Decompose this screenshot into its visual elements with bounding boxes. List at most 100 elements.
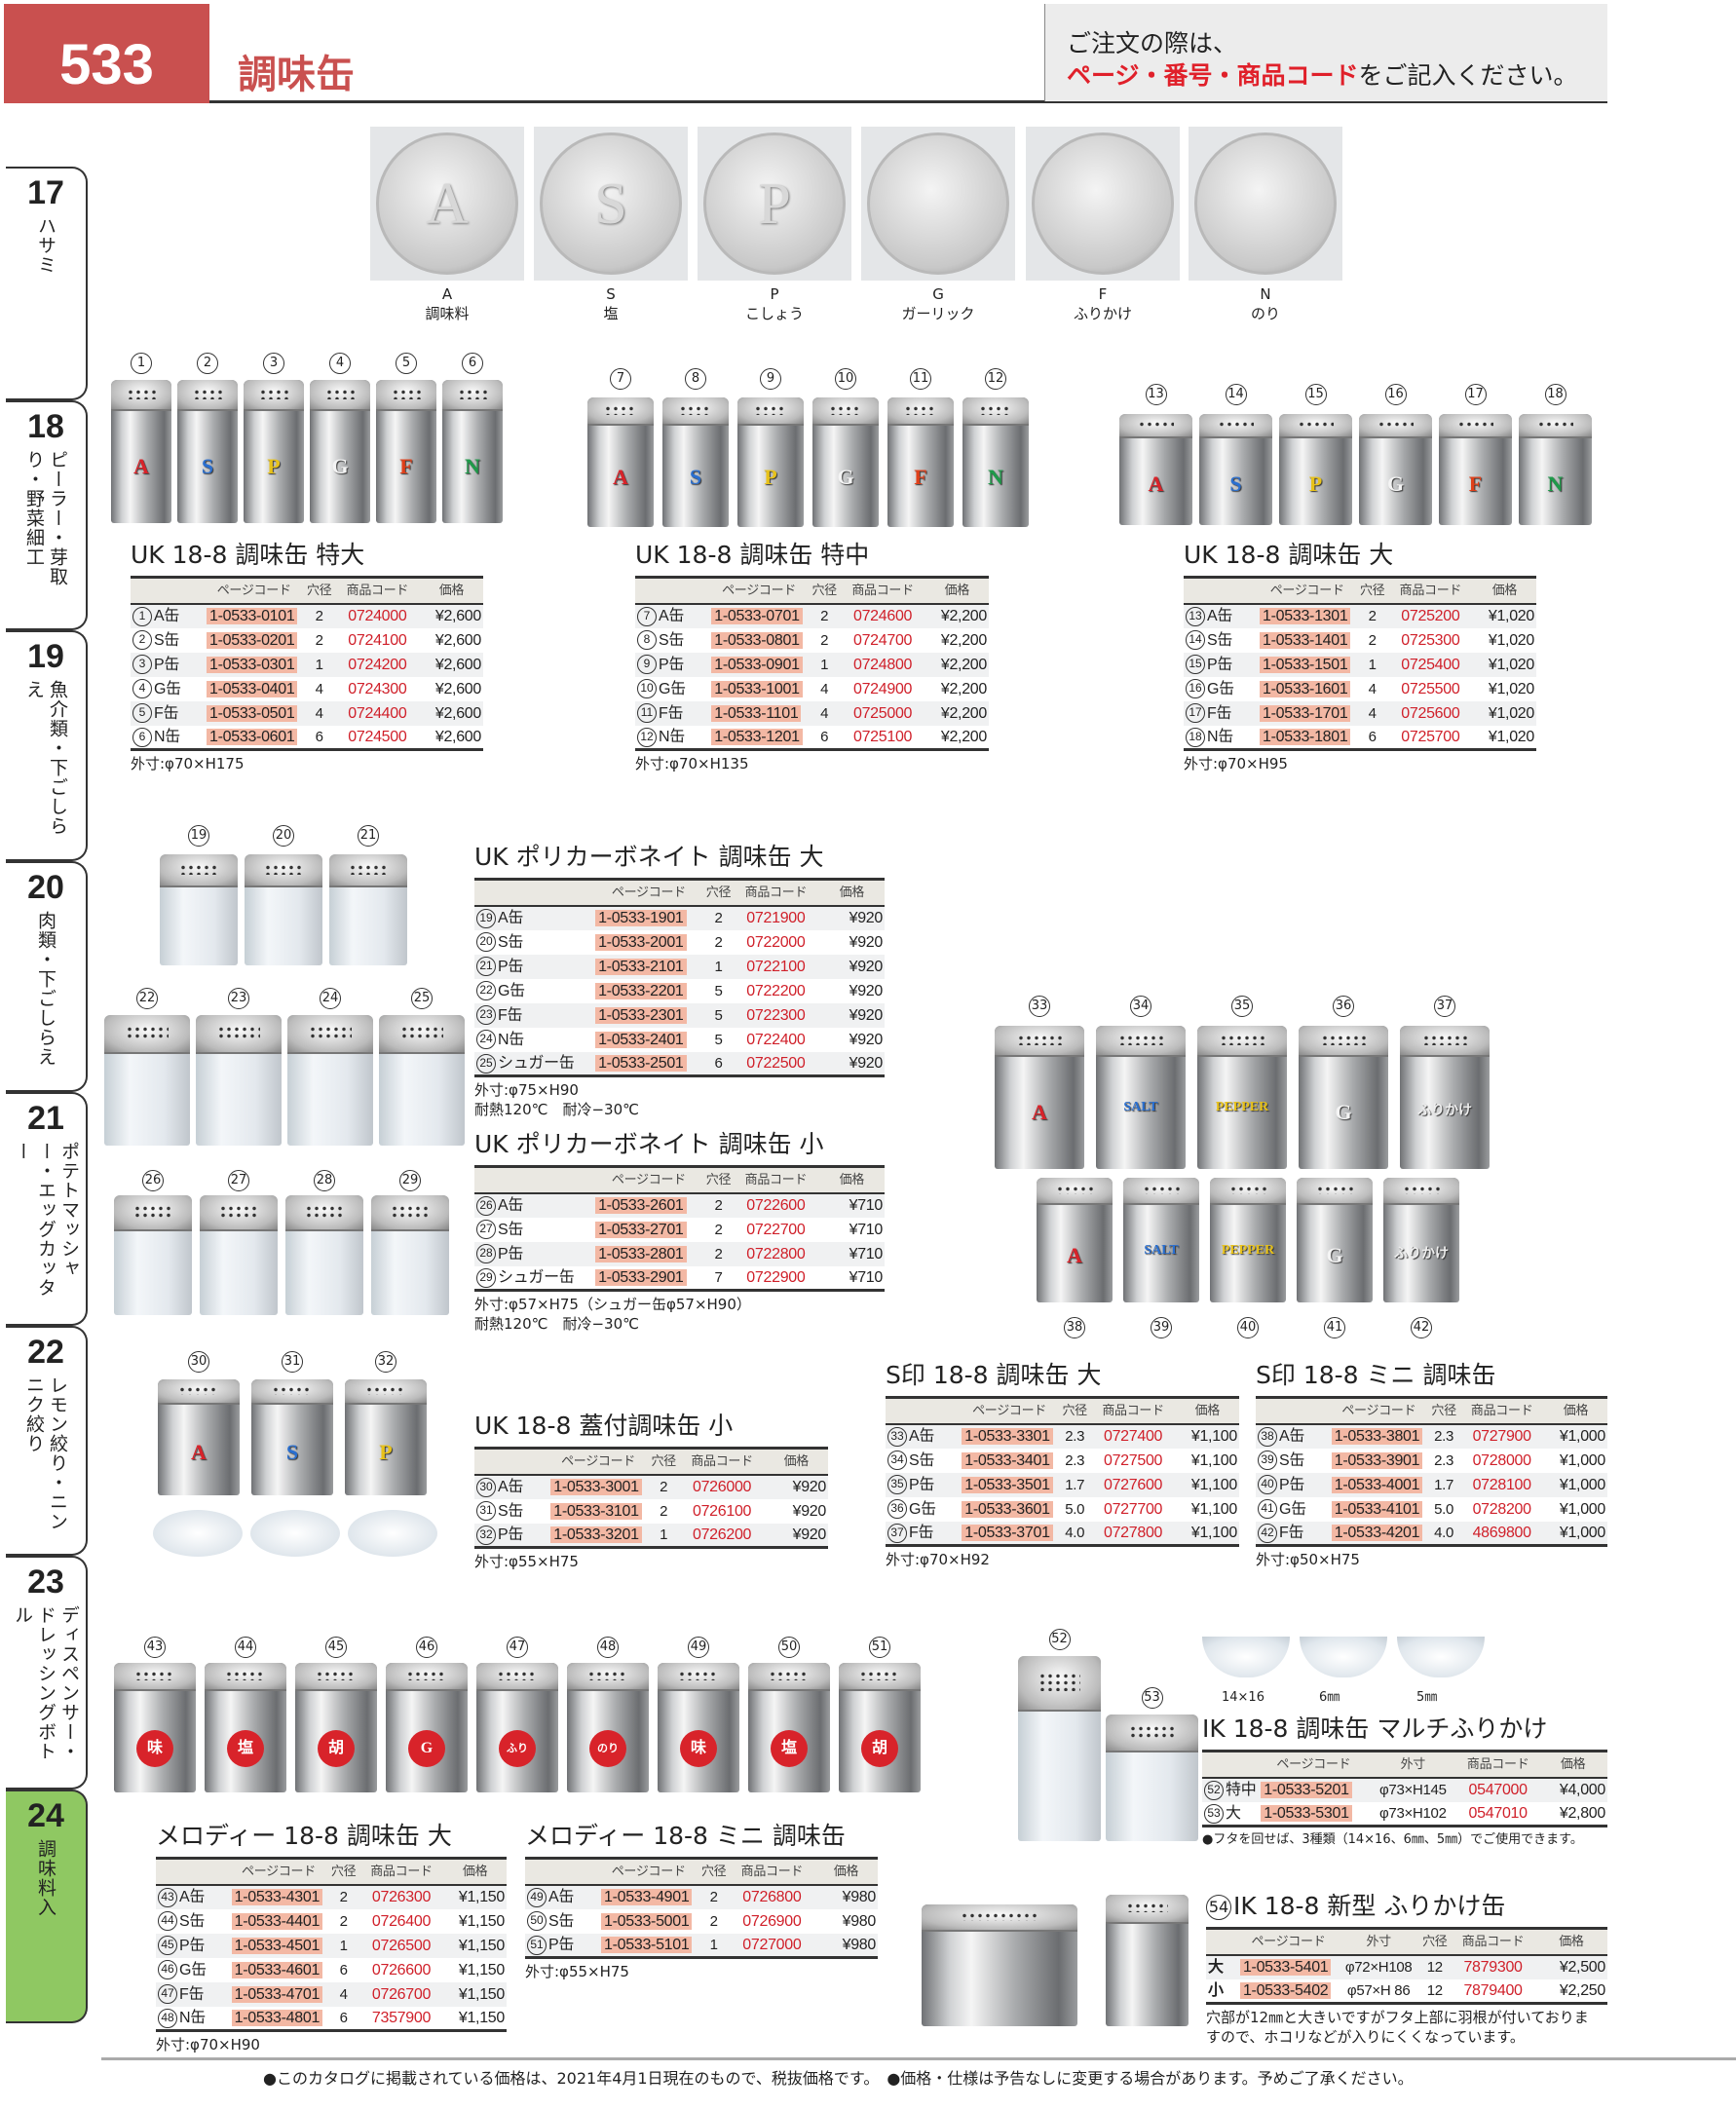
page-code[interactable]: 1-0533-0201 xyxy=(207,631,298,649)
page-code[interactable]: 1-0533-2701 xyxy=(595,1221,687,1238)
product-can-29 xyxy=(371,1195,449,1315)
lid-disc xyxy=(1194,132,1337,275)
page-code[interactable]: 1-0533-1901 xyxy=(595,910,687,926)
page-code[interactable]: 1-0533-2901 xyxy=(595,1268,687,1286)
page-code[interactable]: 1-0533-3201 xyxy=(550,1526,642,1543)
page-code[interactable]: 1-0533-3901 xyxy=(1331,1451,1423,1469)
page-code[interactable]: 1-0533-4701 xyxy=(231,1985,323,2003)
page-code[interactable]: 1-0533-5301 xyxy=(1261,1804,1352,1822)
page-code[interactable]: 1-0533-5401 xyxy=(1239,1959,1332,1976)
page-code[interactable]: 1-0533-3801 xyxy=(1331,1428,1423,1445)
product-can-51: 胡 xyxy=(839,1663,921,1792)
page-code[interactable]: 1-0533-0701 xyxy=(711,608,803,624)
page-code[interactable]: 1-0533-3101 xyxy=(550,1502,642,1520)
item-name: A缶 xyxy=(548,1889,575,1905)
item-number: 5 xyxy=(396,353,417,374)
page-code[interactable]: 1-0533-0601 xyxy=(207,728,298,745)
item-name: 特中 xyxy=(1226,1782,1257,1798)
page-code[interactable]: 1-0533-5001 xyxy=(601,1912,693,1930)
page-code[interactable]: 1-0533-0101 xyxy=(207,608,298,624)
page-code[interactable]: 1-0533-1801 xyxy=(1260,728,1351,745)
page-code[interactable]: 1-0533-1701 xyxy=(1260,704,1351,722)
page-code[interactable]: 1-0533-1001 xyxy=(711,680,803,697)
page-code[interactable]: 1-0533-2201 xyxy=(595,982,687,999)
price: ¥920 xyxy=(849,933,884,951)
page-code[interactable]: 1-0533-2101 xyxy=(595,958,687,975)
page-code[interactable]: 1-0533-4001 xyxy=(1331,1476,1423,1493)
page-code[interactable]: 1-0533-4601 xyxy=(231,1961,323,1978)
page-code[interactable]: 1-0533-1401 xyxy=(1260,631,1351,649)
page-code[interactable]: 1-0533-1501 xyxy=(1260,656,1351,673)
page-code-cell: 1-0533-2601 xyxy=(593,1192,704,1218)
page-code[interactable]: 1-0533-4101 xyxy=(1331,1500,1423,1518)
page-code[interactable]: 1-0533-4201 xyxy=(1331,1524,1423,1541)
page-code[interactable]: 1-0533-2001 xyxy=(595,933,687,951)
item-number: 52 xyxy=(1204,1780,1224,1800)
page-code[interactable]: 1-0533-1101 xyxy=(711,704,802,722)
item-number: 51 xyxy=(527,1935,547,1955)
column-header: 価格 xyxy=(1538,1751,1607,1779)
page-code[interactable]: 1-0533-1301 xyxy=(1260,608,1351,624)
page-code[interactable]: 1-0533-4901 xyxy=(601,1889,693,1905)
page-code[interactable]: 1-0533-2401 xyxy=(595,1031,687,1048)
spec-value: 1.7 xyxy=(1058,1472,1091,1497)
page-code[interactable]: 1-0533-2301 xyxy=(595,1006,687,1024)
page-code[interactable]: 1-0533-4401 xyxy=(231,1912,323,1930)
page-code[interactable]: 1-0533-0501 xyxy=(207,704,298,722)
page-code[interactable]: 1-0533-1201 xyxy=(711,728,803,745)
can-mark: G xyxy=(408,1730,445,1768)
section-title-text: IK 18-8 新型 ふりかけ缶 xyxy=(1233,1892,1506,1920)
product-code: 0728200 xyxy=(1472,1500,1532,1518)
page-code[interactable]: 1-0533-0801 xyxy=(711,631,803,649)
product-code: 0724500 xyxy=(348,728,407,745)
page-code[interactable]: 1-0533-4501 xyxy=(231,1937,323,1954)
item-name: G缶 xyxy=(179,1961,207,1978)
page-code[interactable]: 1-0533-5101 xyxy=(601,1936,693,1953)
item-number: 31 xyxy=(476,1501,496,1522)
item-name: F缶 xyxy=(1279,1524,1304,1541)
column-header: ページコード xyxy=(229,1858,328,1886)
page-code[interactable]: 1-0533-4801 xyxy=(231,2009,323,2026)
can-lid xyxy=(345,1379,427,1406)
page-code[interactable]: 1-0533-0401 xyxy=(207,680,298,697)
page-code[interactable]: 1-0533-3601 xyxy=(962,1500,1053,1518)
can-lid xyxy=(1279,414,1352,439)
lid-letter: F xyxy=(1098,285,1108,303)
multi-lid-label: 5㎜ xyxy=(1416,1690,1438,1705)
product-code: 0721900 xyxy=(733,905,819,930)
item-name: A缶 xyxy=(154,608,180,624)
page-code[interactable]: 1-0533-5402 xyxy=(1239,1981,1332,1999)
page-code[interactable]: 1-0533-5201 xyxy=(1261,1782,1352,1798)
page-code[interactable]: 1-0533-4301 xyxy=(231,1889,323,1905)
page-code[interactable]: 1-0533-0301 xyxy=(207,656,298,673)
page-code[interactable]: 1-0533-2801 xyxy=(595,1245,687,1262)
item-number: 1 xyxy=(132,606,152,626)
spec-value: 2 xyxy=(714,1221,723,1238)
section-title: UK 18-8 蓋付調味缶 小 xyxy=(474,1412,733,1441)
page-code[interactable]: 1-0533-1601 xyxy=(1260,680,1351,697)
product-can-40: PEPPER xyxy=(1210,1178,1286,1302)
page-code[interactable]: 1-0533-3301 xyxy=(962,1428,1053,1445)
page-code[interactable]: 1-0533-3701 xyxy=(962,1524,1053,1541)
notice-highlight: ページ・番号・商品コード xyxy=(1067,61,1359,90)
page-code[interactable]: 1-0533-0901 xyxy=(711,656,803,673)
page-code[interactable]: 1-0533-2501 xyxy=(595,1054,687,1072)
product-code: 0725200 xyxy=(1387,603,1473,628)
page-code[interactable]: 1-0533-3401 xyxy=(962,1451,1053,1469)
page-code[interactable]: 1-0533-3501 xyxy=(962,1476,1053,1493)
product-can-3: P xyxy=(244,380,304,523)
item-number: 4 xyxy=(132,679,152,699)
page-code[interactable]: 1-0533-3001 xyxy=(550,1479,642,1495)
page-code[interactable]: 1-0533-2601 xyxy=(595,1197,687,1214)
